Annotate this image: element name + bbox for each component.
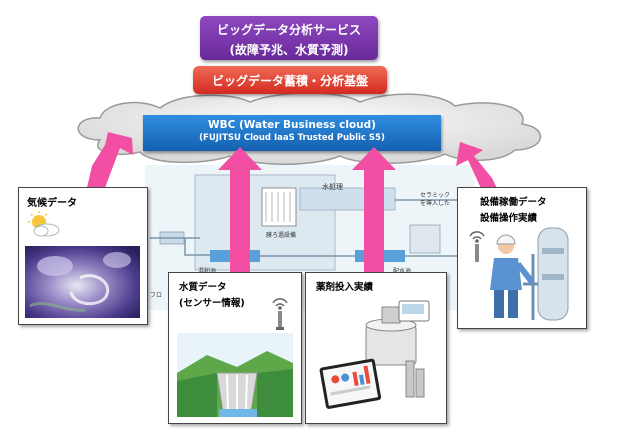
wbc-title: WBC (Water Business cloud) [208, 119, 376, 131]
ceramic-unit [409, 224, 441, 254]
water-quality-card: 水質データ (センサー情報) [168, 272, 302, 424]
filter-unit [261, 187, 297, 227]
weather-title: 気候データ [27, 198, 77, 209]
equipment-card: 設備稼働データ 設備操作実績 [457, 187, 587, 329]
wbc-box: WBC (Water Business cloud) (FUJITSU Clou… [143, 115, 441, 151]
inlet-tank-label: 水処理 [322, 183, 343, 191]
sensor-icon [272, 298, 288, 330]
arrow-chemical-to-cloud [352, 147, 396, 272]
satellite-image [25, 246, 140, 318]
data-platform-box: ビッグデータ蓄積・分析基盤 [193, 66, 387, 94]
distribution-label: 配水池 [393, 266, 411, 275]
mixing-label: 混和池 [198, 266, 216, 275]
analysis-service-subtitle: (故障予兆、水質予測) [229, 43, 349, 57]
analysis-service-box: ビッグデータ分析サービス (故障予兆、水質予測) [200, 16, 378, 60]
wbc-subtitle: (FUJITSU Cloud IaaS Trusted Public S5) [199, 133, 385, 143]
ceramic-label-2: を導入した [420, 200, 451, 207]
sensor-icon [469, 231, 485, 262]
chemical-title: 薬剤投入実績 [316, 282, 374, 293]
chemical-dosing-image [319, 300, 430, 409]
arrow-water-quality-to-cloud [218, 147, 262, 272]
worker-equipment-image [490, 227, 569, 321]
ceramic-label-1: セラミック [420, 192, 451, 199]
weather-card: 気候データ [18, 187, 148, 325]
analysis-service-title: ビッグデータ分析サービス [216, 23, 361, 37]
dam-image [177, 333, 293, 417]
equipment-title: 設備稼働データ [480, 197, 547, 208]
equipment-subtitle: 設備操作実績 [480, 213, 538, 224]
pipes [150, 199, 470, 257]
sun-cloud-icon [28, 211, 60, 237]
data-platform-label: ビッグデータ蓄積・分析基盤 [211, 74, 368, 88]
water-quality-subtitle: (センサー情報) [179, 298, 245, 309]
chemical-card: 薬剤投入実績 [305, 272, 447, 424]
arrow-weather-to-cloud [83, 132, 133, 205]
flow-label: フロ [150, 292, 163, 299]
water-quality-title: 水質データ [179, 282, 227, 293]
filter-label: 膜ろ過設備 [266, 232, 297, 239]
